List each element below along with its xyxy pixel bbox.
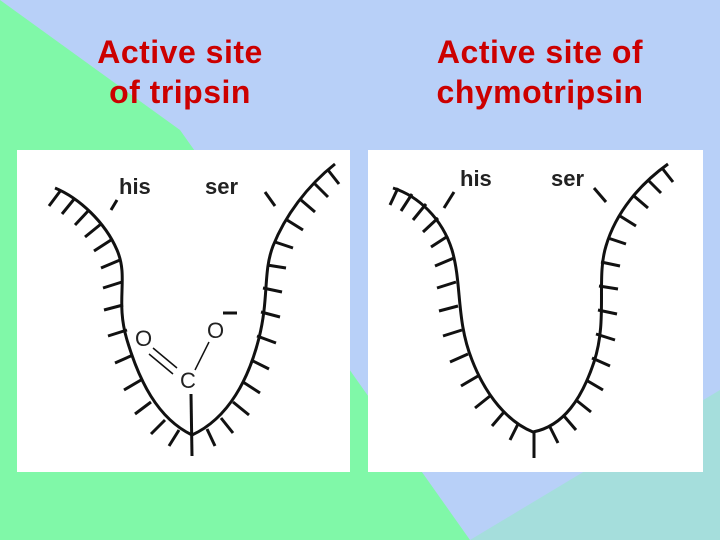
chymotripsin-title: Active site of chymotripsin — [385, 32, 695, 112]
chymotripsin-pocket-diagram: his ser — [388, 162, 675, 458]
carboxylate-carbon: C — [180, 368, 196, 393]
chymotripsin-hatch-marks — [388, 167, 675, 458]
tripsin-active-site-panel: his ser O O C — [17, 150, 350, 472]
chymotripsin-his-label: his — [460, 166, 492, 191]
carboxylate-oxygen-1: O — [135, 326, 152, 351]
tripsin-pocket-diagram: his ser O O C — [47, 162, 341, 457]
tripsin-pocket-outline — [54, 162, 336, 437]
double-bond-a — [152, 347, 178, 369]
tripsin-title-line1: Active site — [97, 34, 263, 70]
carboxylate-oxygen-2: O — [207, 318, 224, 343]
carboxylate-stalk — [189, 393, 194, 457]
chymotripsin-his-stalk — [442, 191, 456, 209]
tripsin-title: Active site of tripsin — [60, 32, 300, 112]
chymotripsin-ser-label: ser — [551, 166, 584, 191]
tripsin-title-line2: of tripsin — [109, 74, 251, 110]
chymotripsin-pocket-outline — [392, 162, 669, 434]
chymotripsin-title-line2: chymotripsin — [436, 74, 644, 110]
tripsin-ser-label: ser — [205, 174, 238, 199]
tripsin-his-stalk — [109, 199, 119, 211]
tripsin-carboxylate-group: O O C — [135, 311, 237, 457]
single-bond — [194, 341, 210, 371]
tripsin-his-label: his — [119, 174, 151, 199]
chymotripsin-ser-stalk — [592, 187, 608, 203]
tripsin-ser-stalk — [263, 191, 277, 207]
double-bond-b — [148, 353, 174, 375]
chymotripsin-title-line1: Active site of — [436, 34, 644, 70]
chymotripsin-active-site-panel: his ser — [368, 150, 703, 472]
tripsin-hatch-marks — [47, 169, 341, 447]
